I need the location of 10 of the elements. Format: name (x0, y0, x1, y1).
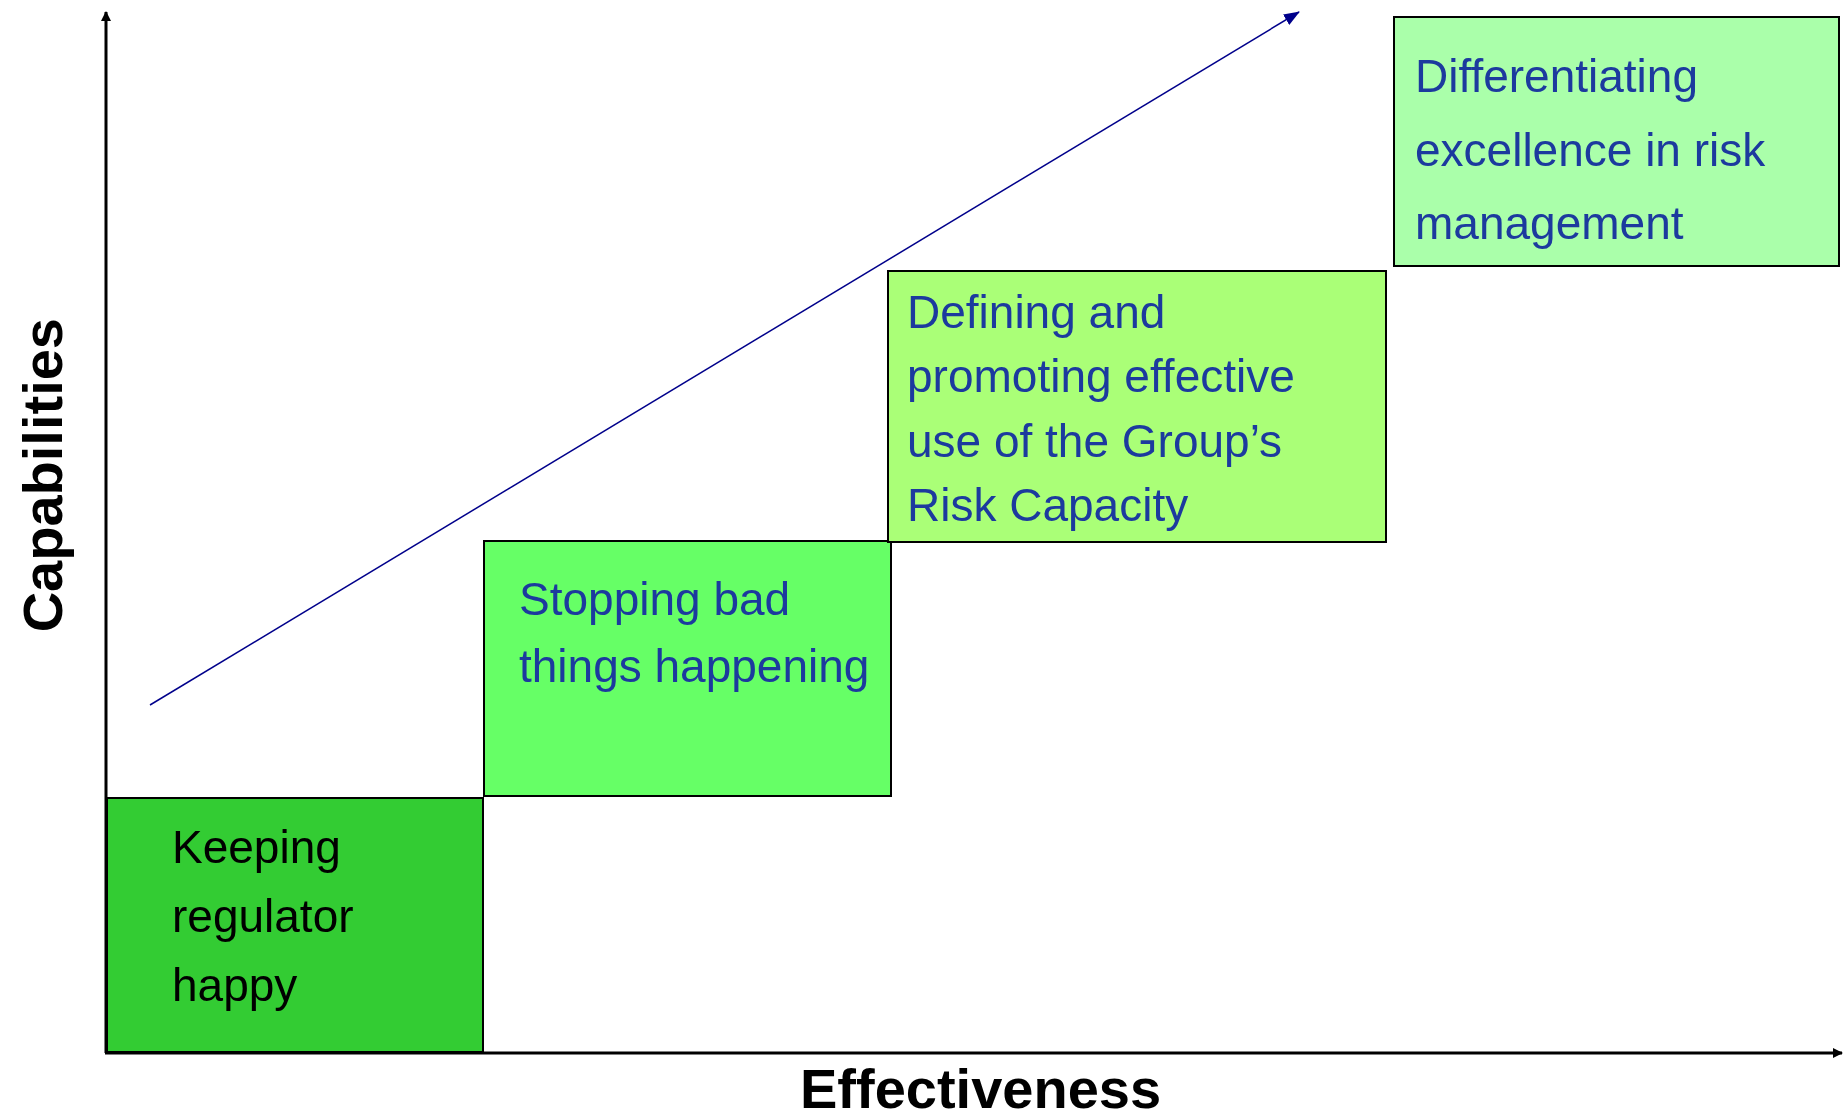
step-text: Differentiating excellence in risk management (1415, 49, 1767, 252)
axis-title: Capabilities (10, 318, 75, 633)
step-box (106, 797, 484, 1053)
axis-title: Effectiveness (800, 1056, 1162, 1118)
step-text: Defining and promoting effective use of the Group’s Risk Capacity (907, 285, 1296, 534)
step-text: Keeping regulator happy (172, 820, 355, 1013)
step-box (483, 540, 892, 797)
step-box (1393, 16, 1840, 267)
step-box (887, 270, 1387, 543)
step-text: Stopping bad things happening (519, 572, 870, 694)
